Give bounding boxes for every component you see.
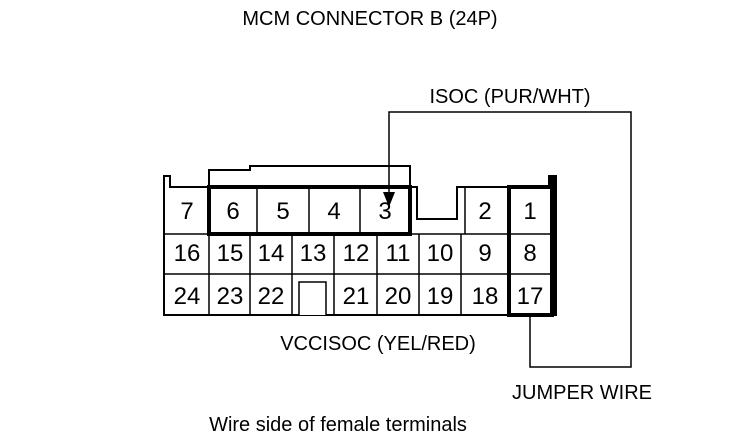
terminal-8: 8 — [523, 240, 536, 267]
terminal-17: 17 — [517, 283, 544, 310]
terminal-labels: 7 6 5 4 3 2 1 16 15 14 13 12 11 10 9 8 2… — [174, 198, 544, 310]
terminal-2: 2 — [478, 198, 491, 225]
terminal-5: 5 — [276, 198, 289, 225]
terminal-12: 12 — [343, 240, 370, 267]
vccisoc-label: VCCISOC (YEL/RED) — [280, 333, 476, 355]
isoc-arrowhead — [383, 192, 395, 207]
terminal-4: 4 — [327, 198, 340, 225]
terminal-15: 15 — [217, 240, 244, 267]
terminal-9: 9 — [478, 240, 491, 267]
terminal-13: 13 — [300, 240, 327, 267]
terminal-10: 10 — [427, 240, 454, 267]
terminal-1: 1 — [523, 198, 536, 225]
terminal-18: 18 — [472, 283, 499, 310]
diagram-title: MCM CONNECTOR B (24P) — [242, 8, 497, 30]
terminal-16: 16 — [174, 240, 201, 267]
terminal-20: 20 — [385, 283, 412, 310]
terminal-7: 7 — [180, 198, 193, 225]
terminal-23: 23 — [217, 283, 244, 310]
isoc-wire — [388, 111, 632, 368]
right-edge-tab — [549, 176, 556, 315]
terminal-11: 11 — [386, 240, 411, 267]
key-notch-top — [419, 190, 455, 218]
terminal-6: 6 — [226, 198, 239, 225]
caption: Wire side of female terminals — [209, 414, 467, 436]
terminal-22: 22 — [258, 283, 285, 310]
terminal-3: 3 — [378, 198, 391, 225]
terminal-14: 14 — [258, 240, 285, 267]
jumper-wire-label: JUMPER WIRE — [512, 382, 652, 404]
isoc-label: ISOC (PUR/WHT) — [429, 86, 590, 108]
terminal-block-highlight — [207, 185, 412, 236]
terminal-21: 21 — [343, 283, 370, 310]
terminal-24: 24 — [174, 283, 201, 310]
key-notch-bottom — [298, 281, 327, 315]
terminal-19: 19 — [427, 283, 454, 310]
